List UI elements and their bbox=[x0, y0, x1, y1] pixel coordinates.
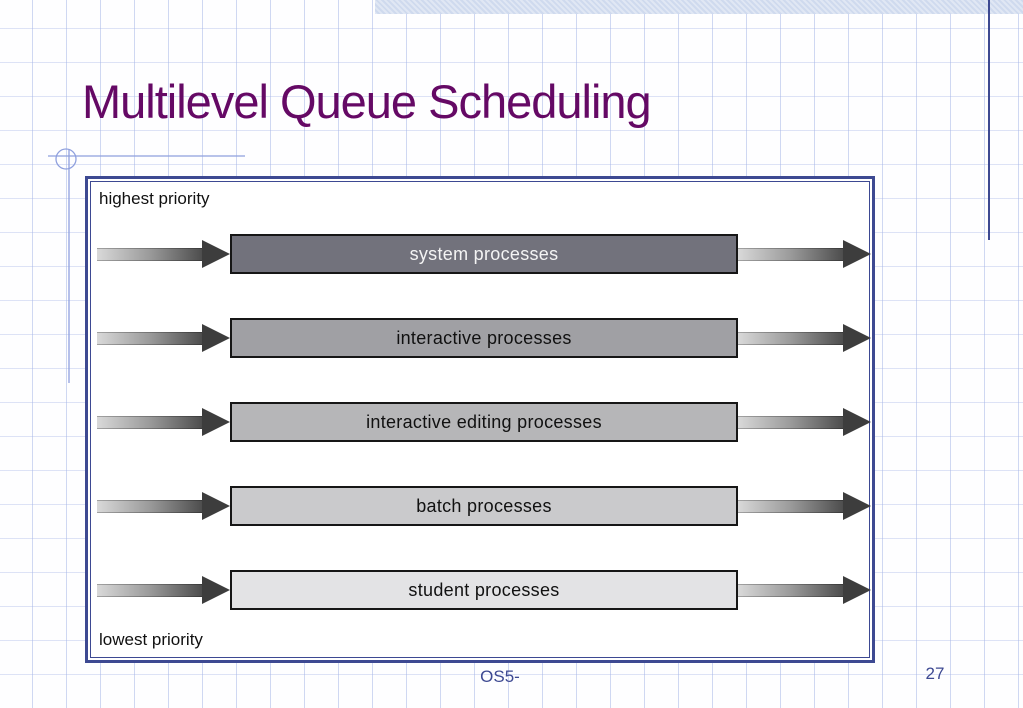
queue-row: interactive processes bbox=[93, 318, 871, 358]
queue-label: batch processes bbox=[416, 495, 552, 516]
arrow-head bbox=[843, 408, 871, 436]
queue-in-arrow-icon bbox=[97, 240, 230, 268]
arrow-shaft bbox=[97, 331, 203, 345]
arrow-head bbox=[202, 492, 230, 520]
queue-out-arrow-icon bbox=[738, 408, 871, 436]
queue-row: student processes bbox=[93, 570, 871, 610]
arrow-head bbox=[202, 408, 230, 436]
arrow-head bbox=[843, 492, 871, 520]
lowest-priority-label: lowest priority bbox=[99, 630, 203, 649]
queue-out-arrow-icon bbox=[738, 324, 871, 352]
footer-text: OS5- bbox=[480, 667, 520, 686]
arrow-head bbox=[843, 240, 871, 268]
queue-in-arrow-icon bbox=[97, 492, 230, 520]
queue-bar: system processes bbox=[230, 234, 738, 274]
arrow-shaft bbox=[97, 499, 203, 513]
queue-label: system processes bbox=[409, 243, 559, 264]
queue-row: interactive editing processes bbox=[93, 402, 871, 442]
top-band-decoration bbox=[375, 0, 1023, 14]
right-rule-decoration bbox=[988, 0, 990, 240]
queue-out-arrow-icon bbox=[738, 240, 871, 268]
queue-in-arrow-icon bbox=[97, 576, 230, 604]
queue-bar: batch processes bbox=[230, 486, 738, 526]
multilevel-queue-diagram: highest priority system processes intera… bbox=[85, 176, 875, 663]
arrow-head bbox=[202, 576, 230, 604]
arrow-head bbox=[843, 576, 871, 604]
queue-bar: interactive editing processes bbox=[230, 402, 738, 442]
arrow-head bbox=[202, 324, 230, 352]
queue-bar: student processes bbox=[230, 570, 738, 610]
arrow-head bbox=[202, 240, 230, 268]
highest-priority-label: highest priority bbox=[99, 189, 210, 208]
queue-bar: interactive processes bbox=[230, 318, 738, 358]
page-number: 27 bbox=[925, 664, 945, 683]
slide-title: Multilevel Queue Scheduling bbox=[82, 75, 652, 128]
arrow-shaft bbox=[97, 247, 203, 261]
arrow-shaft bbox=[738, 247, 844, 261]
queue-in-arrow-icon bbox=[97, 324, 230, 352]
arrow-shaft bbox=[97, 415, 203, 429]
queue-label: interactive editing processes bbox=[366, 411, 602, 432]
arrow-head bbox=[843, 324, 871, 352]
arrow-shaft bbox=[738, 415, 844, 429]
queue-in-arrow-icon bbox=[97, 408, 230, 436]
queue-row: system processes bbox=[93, 234, 871, 274]
queue-row: batch processes bbox=[93, 486, 871, 526]
queue-out-arrow-icon bbox=[738, 492, 871, 520]
arrow-shaft bbox=[97, 583, 203, 597]
queue-label: interactive processes bbox=[396, 327, 572, 348]
arrow-shaft bbox=[738, 331, 844, 345]
diagram-inner-frame: highest priority system processes intera… bbox=[90, 181, 871, 658]
arrow-shaft bbox=[738, 583, 844, 597]
arrow-shaft bbox=[738, 499, 844, 513]
queue-out-arrow-icon bbox=[738, 576, 871, 604]
queue-rows: system processes interactive processes i… bbox=[93, 234, 871, 654]
queue-label: student processes bbox=[408, 579, 560, 600]
